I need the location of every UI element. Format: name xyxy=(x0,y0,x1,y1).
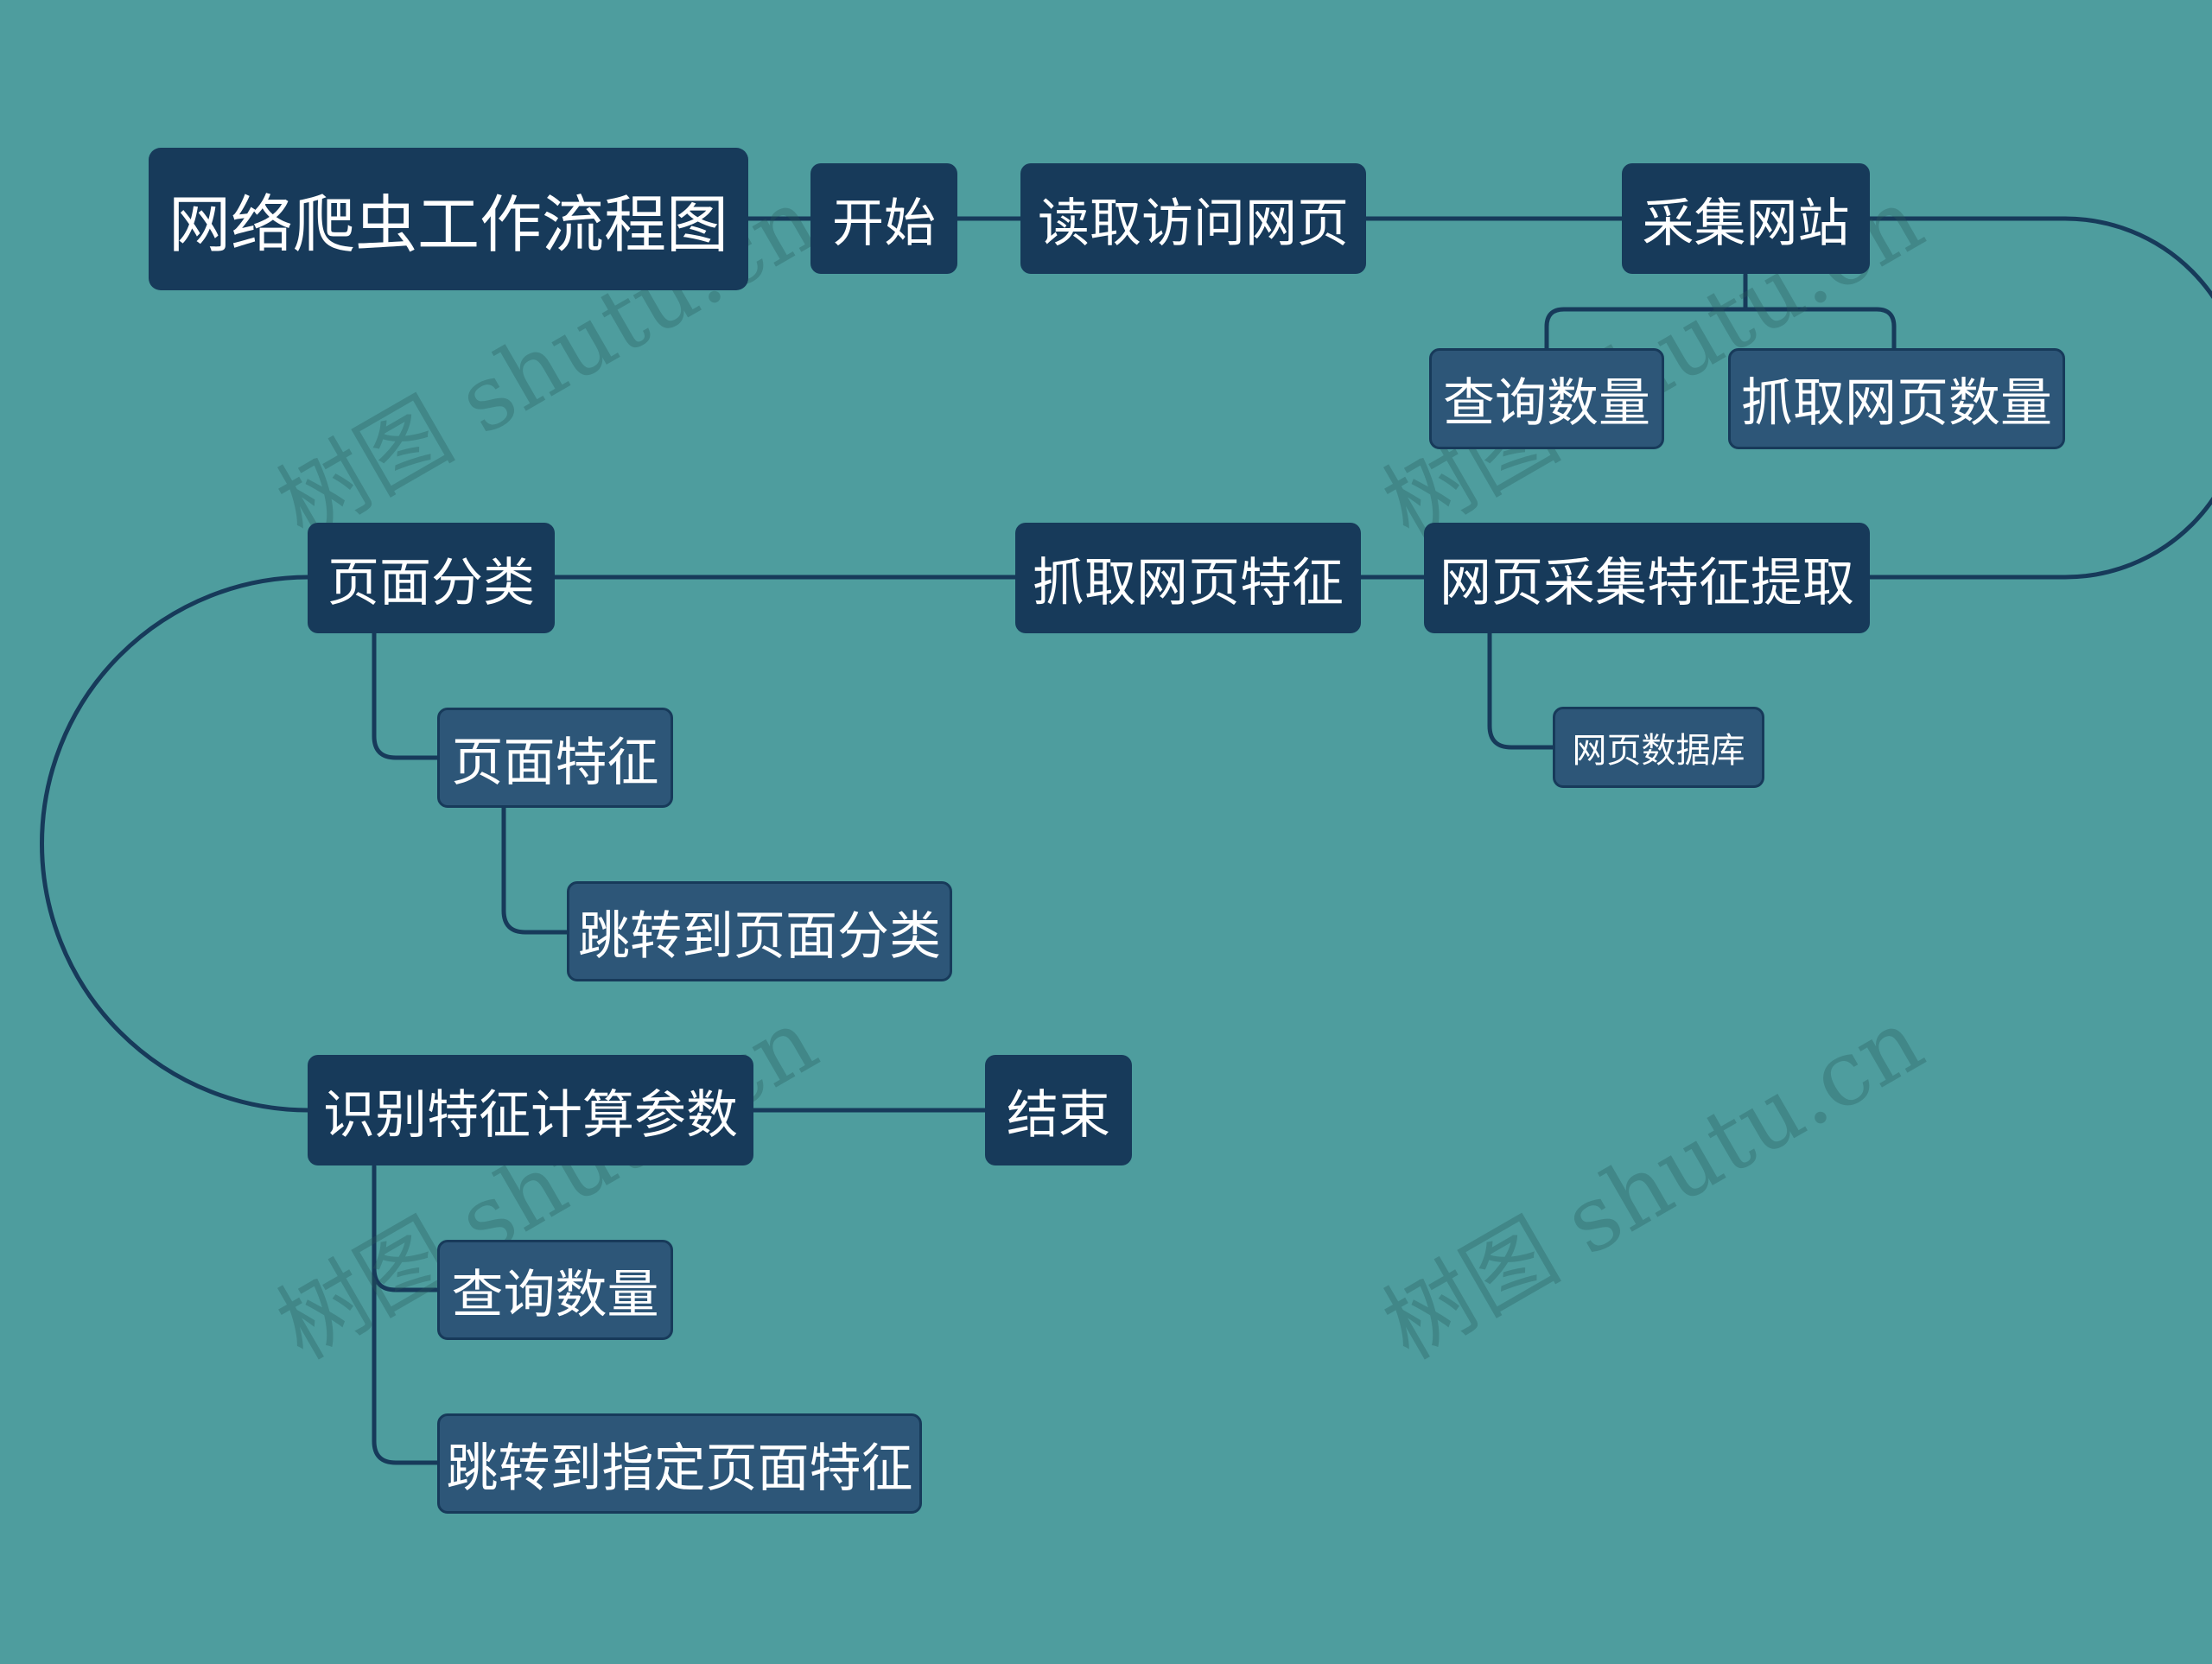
feature-extract-node[interactable]: 网页采集特征提取 xyxy=(1424,523,1870,633)
connector-classify-feature xyxy=(372,631,441,760)
collect-site-node[interactable]: 采集网站 xyxy=(1622,163,1870,274)
connector-classify-identify xyxy=(40,575,311,1113)
end-node[interactable]: 结束 xyxy=(985,1055,1132,1165)
root-title-node[interactable]: 网络爬虫工作流程图 xyxy=(149,148,748,290)
grab-page-count-node[interactable]: 抓取网页数量 xyxy=(1728,348,2065,449)
query-count-node[interactable]: 查询数量 xyxy=(437,1240,673,1340)
jump-specific-feature-node[interactable]: 跳转到指定页面特征 xyxy=(437,1413,922,1514)
read-page-node[interactable]: 读取访问网页 xyxy=(1020,163,1366,274)
page-feature-node[interactable]: 页面特征 xyxy=(437,708,673,808)
query-count-node[interactable]: 查询数量 xyxy=(1429,348,1664,449)
connector-collect-children xyxy=(1544,272,1897,352)
page-classify-node[interactable]: 页面分类 xyxy=(308,523,555,633)
connector-extract-database xyxy=(1487,631,1555,750)
connector-identify-children xyxy=(372,1164,441,1465)
start-node[interactable]: 开始 xyxy=(810,163,957,274)
grab-features-node[interactable]: 抓取网页特征 xyxy=(1015,523,1361,633)
identify-params-node[interactable]: 识别特征计算参数 xyxy=(308,1055,753,1165)
web-database-node[interactable]: 网页数据库 xyxy=(1553,707,1764,788)
connector-feature-jump xyxy=(501,803,570,935)
connector-collect-extract xyxy=(1866,216,2212,580)
jump-classify-node[interactable]: 跳转到页面分类 xyxy=(567,881,952,981)
